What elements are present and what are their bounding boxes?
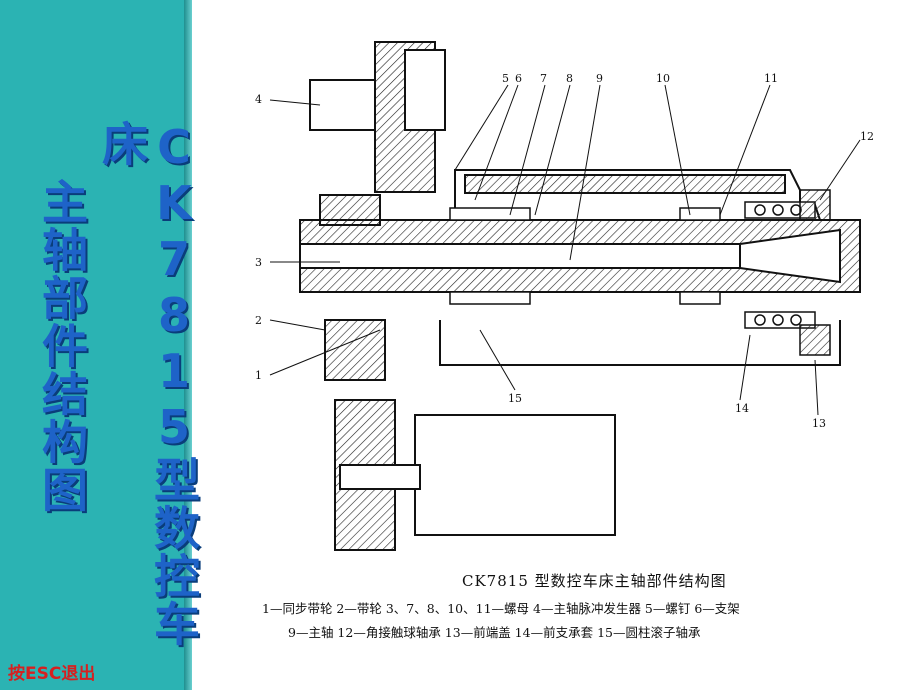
part-label: 13 (812, 417, 826, 430)
part-label: 12 (860, 130, 874, 143)
slide-title-line-2: 主轴部件结构图 (35, 178, 89, 514)
sync-pulley (319, 194, 386, 381)
bearing-set-front (744, 189, 831, 356)
legend-line-2: 9—主轴 12—角接触球轴承 13—前端盖 14—前支承套 15—圆柱滚子轴承 (288, 625, 701, 640)
figure-caption: CK7815 型数控车床主轴部件结构图 (462, 572, 727, 590)
slide-title-line-1: CK7815型数控车床 (95, 120, 201, 648)
part-label: 2 (255, 314, 262, 327)
part-number-labels: 4 5 6 7 8 9 10 11 12 3 2 1 15 14 13 (255, 72, 874, 430)
part-label: 4 (255, 93, 262, 106)
part-label: 7 (540, 72, 547, 85)
part-label: 1 (255, 369, 262, 382)
leader-lines (269, 84, 861, 416)
part-label: 10 (656, 72, 670, 85)
part-label: 14 (735, 402, 749, 415)
part-label: 5 (502, 72, 509, 85)
spindle-shaft (299, 219, 861, 293)
spindle-assembly-drawing: 4 5 6 7 8 9 10 11 12 3 2 1 15 14 13 (255, 41, 874, 551)
part-label: 3 (255, 256, 262, 269)
part-label: 15 (508, 392, 522, 405)
belt-pulley-and-motor (334, 399, 616, 551)
esc-exit-hint[interactable]: 按ESC退出 (8, 664, 96, 684)
part-label: 8 (566, 72, 573, 85)
sidebar (0, 0, 184, 690)
part-label: 6 (515, 72, 522, 85)
part-label: 9 (596, 72, 603, 85)
sidebar-edge (184, 0, 192, 690)
bearing-set-rear (449, 207, 721, 305)
pulse-generator (309, 41, 446, 193)
part-label: 11 (764, 72, 778, 85)
legend-line-1: 1—同步带轮 2—带轮 3、7、8、10、11—螺母 4—主轴脉冲发生器 5—螺… (262, 601, 740, 616)
